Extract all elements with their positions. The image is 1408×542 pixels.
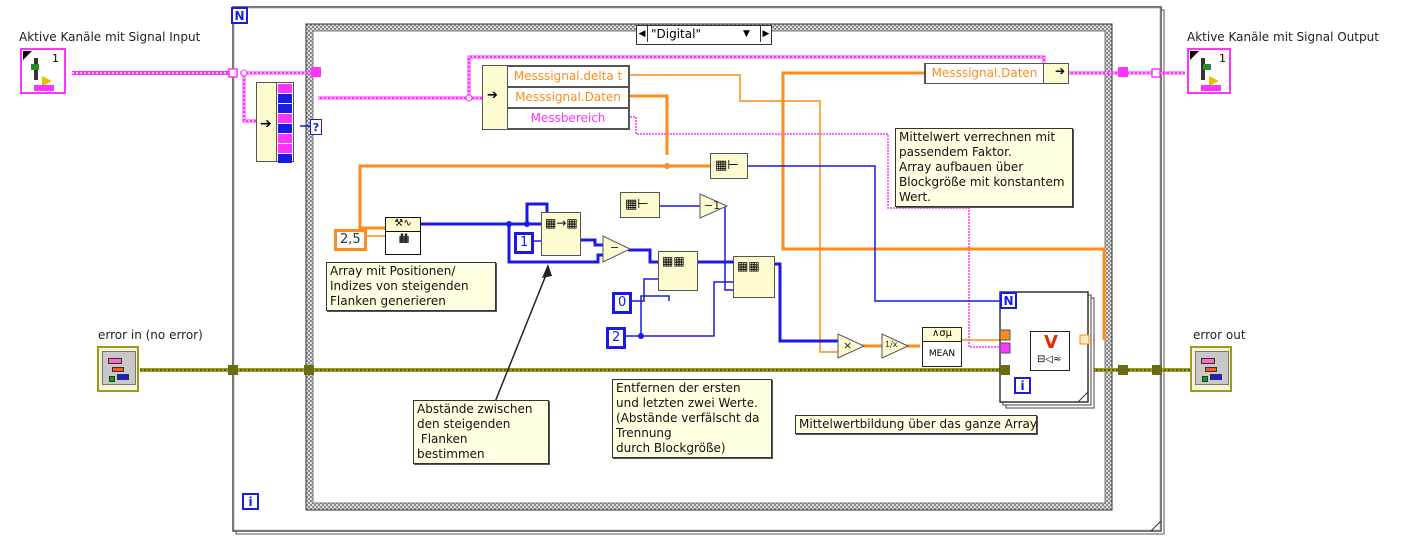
comment-rising-edges: Array mit Positionen/ Indizes von steige… xyxy=(326,262,496,311)
array-grid-icon: ▦→▦ xyxy=(545,216,578,230)
noise-signal-icon: ıllıllı xyxy=(398,232,409,246)
mean-top: ∧σμ xyxy=(923,328,961,342)
threshold-constant[interactable]: 2,5 xyxy=(334,229,367,251)
decrement-node[interactable] xyxy=(699,193,729,219)
one-constant[interactable]: 1 xyxy=(514,232,535,254)
array-size-icon: ▦⊢ xyxy=(715,158,739,173)
unbundle-row-delta-t[interactable]: Messsignal.delta t xyxy=(507,66,629,87)
unbundle-row-messbereich[interactable]: Messbereich xyxy=(507,108,629,129)
outer-loop-iteration-terminal[interactable]: i xyxy=(242,493,259,510)
comment-arrow-head xyxy=(542,264,552,278)
comment-edge-distances: Abstände zwischen den steigenden Flanken… xyxy=(413,400,549,464)
array-size-icon: ▦⊢ xyxy=(625,197,649,212)
decrement-label: −1 xyxy=(704,199,721,212)
build-constant-array-node[interactable]: V ⊟◁≈ xyxy=(1030,331,1070,371)
case-next-arrow-icon[interactable]: ▶ xyxy=(760,26,771,42)
zero-constant[interactable]: 0 xyxy=(612,292,633,314)
signal-output-label: Aktive Kanäle mit Signal Output xyxy=(1187,30,1379,44)
reciprocal-node[interactable] xyxy=(881,333,910,359)
comment-remove-values: Entfernen der ersten und letzten zwei We… xyxy=(612,379,772,458)
speaker-icon: ⊟◁≈ xyxy=(1037,354,1062,365)
mean-node[interactable]: ∧σμ MEAN xyxy=(922,327,962,367)
index-unbundle-node[interactable]: ➔ xyxy=(256,82,294,163)
delete-from-array-node-2[interactable]: ▦▦ xyxy=(733,256,775,298)
case-selector-terminal[interactable]: ? xyxy=(310,119,322,135)
mean-bottom: MEAN xyxy=(928,349,956,359)
comment-scale-mean: Mittelwert verrechnen mit passendem Fakt… xyxy=(895,128,1073,207)
v-icon: V xyxy=(1044,332,1058,353)
subtract-node[interactable] xyxy=(602,235,632,263)
unbundle-by-name-node[interactable]: ➔ Messsignal.delta t Messsignal.Daten Me… xyxy=(482,65,630,130)
delete-array-icon: ▦▦ xyxy=(737,259,760,273)
subtract-label: − xyxy=(610,241,620,254)
delete-from-array-node-1[interactable]: ▦▦ xyxy=(658,251,698,291)
array-size-node-1[interactable]: ▦⊢ xyxy=(620,192,660,218)
hammer-wave-icon: ⚒∿ xyxy=(386,218,420,232)
unbundle-row-daten[interactable]: Messsignal.Daten xyxy=(507,87,629,108)
inner-loop-count-terminal[interactable]: N xyxy=(1000,292,1017,309)
array-size-node-2[interactable]: ▦⊢ xyxy=(710,153,748,179)
signal-output-index: 1 xyxy=(1219,52,1226,65)
case-dropdown-icon[interactable]: ▼ xyxy=(743,29,750,39)
bundle-by-name-node[interactable]: Messsignal.Daten ➔ xyxy=(924,63,1069,84)
error-out-label: error out xyxy=(1193,328,1246,342)
two-constant[interactable]: 2 xyxy=(606,327,627,349)
error-in-label: error in (no error) xyxy=(98,328,203,342)
case-selector-value: "Digital" xyxy=(651,27,701,41)
comment-arrow xyxy=(494,269,549,403)
error-in-terminal[interactable] xyxy=(97,346,139,392)
multiply-label: × xyxy=(843,339,853,352)
dbl-wires xyxy=(357,71,1106,353)
arrow-right-icon: ➔ xyxy=(260,116,272,132)
signal-input-index: 1 xyxy=(52,52,59,65)
signal-input-label: Aktive Kanäle mit Signal Input xyxy=(19,30,201,44)
outer-loop-count-terminal[interactable]: N xyxy=(231,7,248,24)
arrow-right-icon: ➔ xyxy=(1054,64,1065,78)
error-out-terminal[interactable] xyxy=(1190,346,1232,392)
signal-output-terminal[interactable]: 1 xyxy=(1187,48,1231,94)
case-selector[interactable]: ◀ "Digital" ▼ ▶ xyxy=(636,25,772,45)
multiply-node[interactable] xyxy=(837,333,866,359)
rising-edge-detection-node[interactable]: ⚒∿ ıllıllı xyxy=(385,217,421,255)
comment-mean-array: Mittelwertbildung über das ganze Array xyxy=(795,415,1037,434)
signal-input-terminal[interactable]: 1 xyxy=(20,48,66,94)
inner-loop-iteration-terminal[interactable]: i xyxy=(1014,377,1031,394)
reciprocal-label: 1/x xyxy=(885,340,898,349)
case-prev-arrow-icon[interactable]: ◀ xyxy=(637,26,648,42)
arrow-right-icon: ➔ xyxy=(487,88,498,103)
array-subset-node-1[interactable]: ▦→▦ xyxy=(541,212,581,256)
bundle-row-daten[interactable]: Messsignal.Daten xyxy=(925,63,1044,84)
delete-array-icon: ▦▦ xyxy=(662,254,685,268)
